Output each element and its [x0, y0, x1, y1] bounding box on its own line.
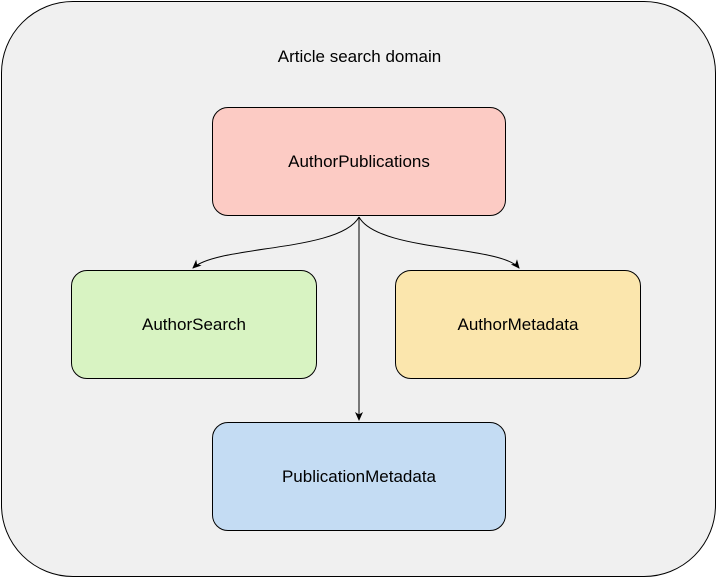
- node-label: PublicationMetadata: [281, 466, 437, 486]
- node-author-publications[interactable]: AuthorPublications: [212, 107, 506, 216]
- node-label: AuthorMetadata: [457, 314, 579, 334]
- domain-title: Article search domain: [277, 47, 442, 66]
- node-author-metadata[interactable]: AuthorMetadata: [395, 270, 641, 379]
- node-label: AuthorPublications: [288, 151, 430, 171]
- edge-root-to-author-metadata: [358, 216, 520, 269]
- node-author-search[interactable]: AuthorSearch: [71, 270, 317, 379]
- node-publication-metadata[interactable]: PublicationMetadata: [212, 422, 506, 531]
- node-label: AuthorSearch: [142, 314, 246, 334]
- edge-root-to-author-search: [192, 216, 360, 269]
